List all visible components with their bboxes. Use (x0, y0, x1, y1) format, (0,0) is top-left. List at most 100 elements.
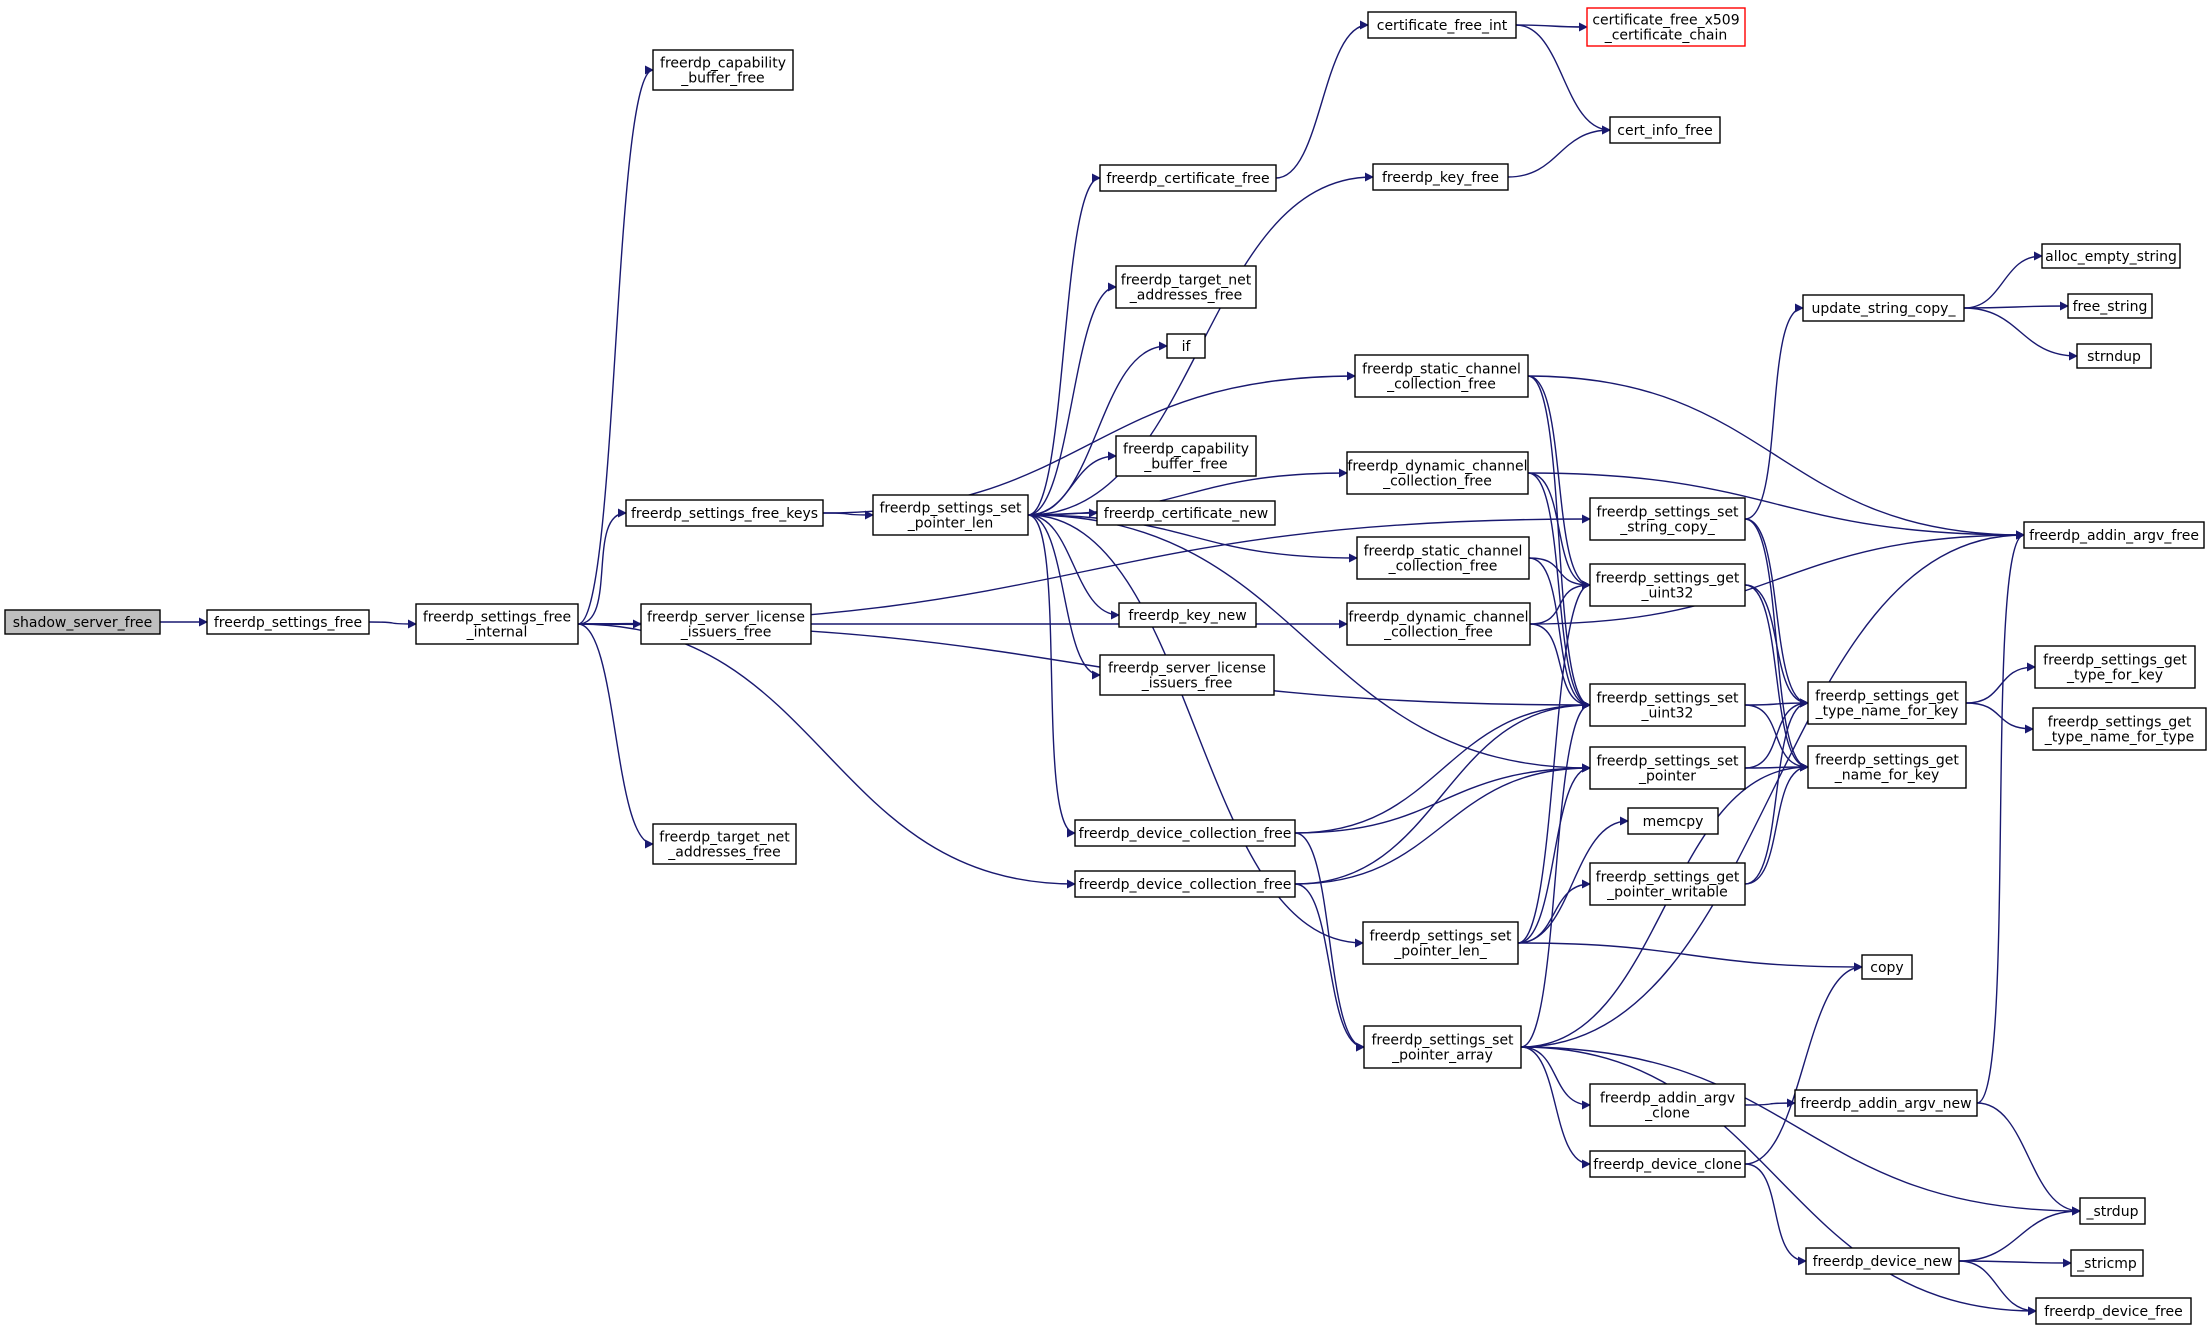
function-node-freerdp-settings-get-type-name-for-type[interactable]: freerdp_settings_get_type_name_for_type (2032, 707, 2207, 751)
call-edge-n8-n17 (1275, 20, 1369, 179)
function-node-freerdp-settings-set-pointer-len[interactable]: freerdp_settings_set_pointer_len (872, 494, 1029, 536)
function-node-freerdp-capability-buffer-free[interactable]: freerdp_capability_buffer_free (652, 49, 794, 91)
node-box (415, 603, 579, 645)
function-node-freerdp-device-free[interactable]: freerdp_device_free (2035, 1297, 2192, 1325)
function-node-freerdp-addin-argv-free[interactable]: freerdp_addin_argv_free (2023, 521, 2205, 549)
function-node-freerdp-settings-set-string-copy-[interactable]: freerdp_settings_set_string_copy_ (1589, 497, 1746, 541)
function-node-shadow-server-free[interactable]: shadow_server_free (4, 609, 161, 635)
function-node-freerdp-dynamic-channel-collection-free[interactable]: freerdp_dynamic_channel_collection_free (1346, 602, 1531, 646)
function-node-freerdp-target-net-addresses-free[interactable]: freerdp_target_net_addresses_free (1115, 265, 1257, 309)
function-node-freerdp-settings-get-pointer-writable[interactable]: freerdp_settings_get_pointer_writable (1589, 862, 1746, 906)
node-label: freerdp_target_net (1121, 273, 1252, 289)
call-edge-n7-n15 (1027, 514, 1076, 838)
function-node-freerdp-settings-get-name-for-key[interactable]: freerdp_settings_get_name_for_key (1807, 745, 1967, 789)
node-box (1589, 683, 1746, 727)
function-node-freerdp-settings-set-pointer-array[interactable]: freerdp_settings_set_pointer_array (1363, 1025, 1522, 1069)
function-node-freerdp-settings-set-pointer[interactable]: freerdp_settings_set_pointer (1589, 746, 1746, 790)
function-node-certificate-free-int[interactable]: certificate_free_int (1367, 11, 1517, 39)
node-label: _pointer_writable (1606, 885, 1728, 901)
node-label: freerdp_settings_get (1596, 870, 1740, 886)
function-node-if[interactable]: if (1166, 333, 1206, 359)
function-node-alloc-empty-string[interactable]: alloc_empty_string (2041, 243, 2181, 269)
function-node-cert-info-free[interactable]: cert_info_free (1609, 116, 1721, 144)
function-node-freerdp-device-new[interactable]: freerdp_device_new (1805, 1247, 1960, 1275)
function-node-freerdp-addin-argv-clone[interactable]: freerdp_addin_argv_clone (1589, 1083, 1746, 1127)
function-node-strdup[interactable]: _strdup (2079, 1197, 2146, 1225)
function-node-stricmp[interactable]: _stricmp (2070, 1249, 2144, 1277)
function-node-freerdp-target-net-addresses-free[interactable]: freerdp_target_net_addresses_free (652, 823, 797, 865)
call-edge-n29-n36 (1744, 698, 1809, 708)
function-node-certificate-free-x509-certificate-chain[interactable]: certificate_free_x509_certificate_chain (1586, 7, 1746, 47)
node-box (652, 49, 794, 91)
function-node-freerdp-key-new[interactable]: freerdp_key_new (1118, 602, 1257, 628)
node-box (2034, 645, 2196, 689)
node-box (1099, 654, 1275, 696)
node-label: free_string (2073, 299, 2148, 315)
function-node-strndup[interactable]: strndup (2076, 343, 2152, 369)
call-edge-n16-n26 (1294, 883, 1365, 1052)
function-node-copy[interactable]: copy (1861, 954, 1913, 980)
function-node-freerdp-key-free[interactable]: freerdp_key_free (1372, 163, 1509, 191)
call-edge-n2-n4 (577, 508, 627, 625)
function-node-freerdp-server-license-issuers-free[interactable]: freerdp_server_license_issuers_free (640, 603, 812, 645)
node-label: _addresses_free (667, 845, 781, 861)
node-label: freerdp_certificate_new (1104, 506, 1268, 522)
call-edge-n21-n29 (1527, 375, 1591, 710)
node-label: freerdp_capability (1123, 442, 1249, 458)
call-edge-n33-n39 (1744, 1098, 1796, 1108)
function-node-freerdp-static-channel-collection-free[interactable]: freerdp_static_channel_collection_free (1354, 354, 1529, 398)
node-label: _buffer_free (1143, 457, 1227, 473)
call-edge-n7-n13 (1027, 514, 1120, 620)
node-label: freerdp_addin_argv_new (1800, 1096, 1971, 1112)
function-node-freerdp-settings-get-type-name-for-key[interactable]: freerdp_settings_get_type_name_for_key (1807, 681, 1967, 725)
function-node-freerdp-certificate-new[interactable]: freerdp_certificate_new (1096, 500, 1276, 526)
call-edge-n26-n41 (1520, 530, 2025, 1048)
node-box (1805, 1247, 1960, 1275)
node-label: freerdp_dynamic_channel (1348, 610, 1528, 626)
function-node-freerdp-static-channel-collection-free[interactable]: freerdp_static_channel_collection_free (1356, 536, 1530, 580)
function-node-freerdp-capability-buffer-free[interactable]: freerdp_capability_buffer_free (1115, 435, 1257, 477)
call-edge-n23-n28 (1528, 557, 1591, 590)
function-node-freerdp-server-license-issuers-free[interactable]: freerdp_server_license_issuers_free (1099, 654, 1275, 696)
node-box (1627, 807, 1719, 835)
node-label: freerdp_settings_get (2043, 653, 2187, 669)
function-node-freerdp-settings-free-internal[interactable]: freerdp_settings_free_internal (415, 603, 579, 645)
call-edge-n26-n34 (1520, 1046, 1591, 1169)
function-node-freerdp-settings-get-uint32[interactable]: freerdp_settings_get_uint32 (1589, 563, 1746, 607)
call-edge-n24-n41 (1529, 530, 2025, 625)
node-label: freerdp_device_collection_free (1079, 877, 1292, 893)
function-node-freerdp-device-clone[interactable]: freerdp_device_clone (1589, 1150, 1746, 1178)
function-node-freerdp-certificate-free[interactable]: freerdp_certificate_free (1099, 164, 1277, 192)
function-node-freerdp-settings-set-uint32[interactable]: freerdp_settings_set_uint32 (1589, 683, 1746, 727)
function-node-freerdp-settings-free-keys[interactable]: freerdp_settings_free_keys (625, 499, 824, 527)
node-box (1363, 1025, 1522, 1069)
function-node-freerdp-device-collection-free[interactable]: freerdp_device_collection_free (1074, 870, 1296, 898)
function-node-free-string[interactable]: free_string (2067, 293, 2153, 319)
call-edge-n23-n29 (1528, 557, 1591, 710)
call-edge-n32-n36 (1744, 698, 1809, 885)
call-edge-n7-n10 (1027, 341, 1168, 516)
node-box (1372, 163, 1509, 191)
node-label: _pointer_len (907, 516, 993, 532)
function-node-freerdp-settings-free[interactable]: freerdp_settings_free (206, 609, 370, 635)
function-node-memcpy[interactable]: memcpy (1627, 807, 1719, 835)
call-edge-n39-n41 (1976, 530, 2025, 1104)
function-node-freerdp-device-collection-free[interactable]: freerdp_device_collection_free (1074, 819, 1296, 847)
call-edge-n2-n3 (577, 65, 654, 625)
node-box (872, 494, 1029, 536)
call-edge-n40-n47 (1958, 1206, 2081, 1262)
node-label: _issuers_free (680, 625, 772, 641)
call-edge-n30-n36 (1744, 698, 1809, 769)
function-node-update-string-copy-[interactable]: update_string_copy_ (1802, 294, 1965, 322)
node-label: freerdp_settings_set (1371, 1033, 1514, 1049)
function-node-freerdp-dynamic-channel-collection-free[interactable]: freerdp_dynamic_channel_collection_free (1346, 451, 1529, 495)
function-node-freerdp-settings-get-type-for-key[interactable]: freerdp_settings_get_type_for_key (2034, 645, 2196, 689)
node-label: freerdp_device_collection_free (1079, 826, 1292, 842)
node-label: freerdp_settings_set (1596, 691, 1739, 707)
function-node-freerdp-settings-set-pointer-len-[interactable]: freerdp_settings_set_pointer_len_ (1362, 921, 1519, 965)
node-label: _addresses_free (1129, 288, 1243, 304)
function-node-freerdp-addin-argv-new[interactable]: freerdp_addin_argv_new (1794, 1089, 1978, 1117)
call-edge-n26-n49 (1520, 1046, 2037, 1316)
call-edge-n24-n28 (1529, 580, 1591, 625)
node-box (1586, 7, 1746, 47)
